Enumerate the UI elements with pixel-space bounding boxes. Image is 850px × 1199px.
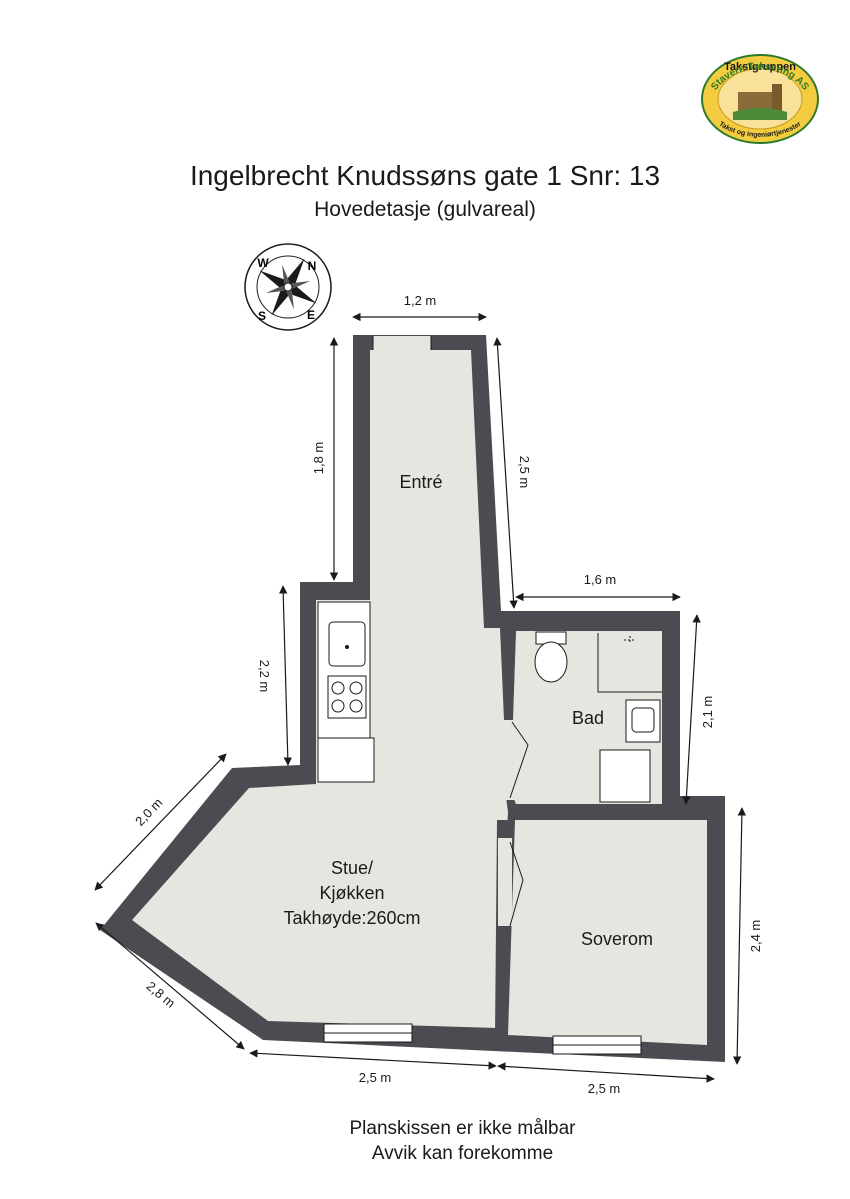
entrance-door xyxy=(372,336,432,350)
dim-label-entre-left: 1,8 m xyxy=(311,442,326,475)
dim-label-kitchen-left: 2,2 m xyxy=(257,660,272,693)
disclaimer-line-1: Planskissen er ikke målbar xyxy=(349,1118,576,1139)
dim-line-stue-lower-left xyxy=(95,922,245,1050)
room-label-entre: Entré xyxy=(399,472,442,492)
compass-w: W xyxy=(257,256,269,270)
dim-label-top: 1,2 m xyxy=(404,293,437,308)
dim-label-stue-bottom: 2,5 m xyxy=(359,1070,392,1085)
washing-machine-icon xyxy=(599,749,651,803)
room-label-ceiling-height: Takhøyde:260cm xyxy=(283,908,420,928)
room-label-kjokken: Kjøkken xyxy=(319,883,384,903)
room-label-bad: Bad xyxy=(572,708,604,728)
inner-wall-entre-bad xyxy=(500,628,516,720)
compass-e: E xyxy=(307,308,315,322)
compass-icon: N E S W xyxy=(244,243,332,331)
sink-icon xyxy=(328,621,366,667)
washbasin-icon xyxy=(625,699,661,743)
fridge-icon xyxy=(317,737,375,783)
dim-label-bad-right: 2,1 m xyxy=(700,696,715,729)
room-label-soverom: Soverom xyxy=(581,929,653,949)
dim-line-bad-right xyxy=(682,614,701,805)
logo-top-text: Takstgruppen xyxy=(724,61,796,73)
dim-line-kitchen-left xyxy=(279,585,292,766)
dim-label-entre-right: 2,5 m xyxy=(517,456,532,489)
inner-wall-bad-soverom xyxy=(508,804,676,820)
bedroom-door xyxy=(498,838,524,927)
floor-soverom xyxy=(508,820,707,1045)
dim-line-stue-upper-left xyxy=(94,753,227,891)
plan-subtitle: Hovedetasje (gulvareal) xyxy=(314,198,536,221)
window-soverom xyxy=(552,1035,642,1055)
compass-n: N xyxy=(308,259,317,273)
stove-icon xyxy=(327,675,367,719)
dim-label-stue-upper-left: 2,0 m xyxy=(132,795,165,829)
company-logo: Takstgruppen Stavern Taksering AS Takst … xyxy=(701,54,819,144)
dim-label-stue-lower-left: 2,8 m xyxy=(144,978,179,1010)
plan-title: Ingelbrecht Knudssøns gate 1 Snr: 13 xyxy=(189,160,661,191)
dim-line-soverom-bottom xyxy=(497,1062,715,1083)
compass-s: S xyxy=(258,309,266,323)
disclaimer-line-2: Avvik kan forekomme xyxy=(371,1143,554,1164)
bathroom-door xyxy=(504,720,529,800)
dim-label-soverom-bottom: 2,5 m xyxy=(588,1081,621,1096)
shower-icon xyxy=(597,633,662,693)
kitchen-counter xyxy=(317,601,375,783)
dim-label-soverom-right: 2,4 m xyxy=(748,920,763,953)
room-label-stue: Stue/ xyxy=(331,858,373,878)
toilet-icon xyxy=(534,631,568,683)
dim-line-entre-right xyxy=(493,337,518,609)
dim-line-stue-bottom xyxy=(249,1049,497,1070)
dim-line-soverom-right xyxy=(732,807,747,1065)
dim-label-bad-top: 1,6 m xyxy=(584,572,617,587)
window-stue xyxy=(323,1023,413,1043)
